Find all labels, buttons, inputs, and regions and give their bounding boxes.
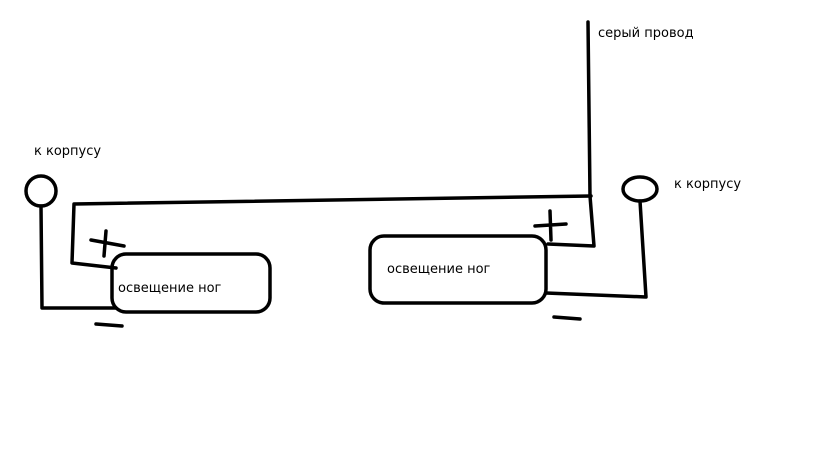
- ground-wire-right: [544, 199, 648, 299]
- lamp-label-right: освещение ног: [387, 262, 491, 277]
- plus-sign-left: [89, 229, 126, 258]
- gray-wire: [546, 20, 596, 248]
- lamp-box-left: [110, 252, 272, 314]
- ground-label-left: к корпусу: [34, 144, 102, 159]
- positive-bus-wire: [70, 194, 593, 270]
- gray-wire-label: серый провод: [598, 26, 694, 41]
- minus-sign-left: [94, 322, 124, 328]
- ground-terminal-left: [24, 174, 58, 208]
- plus-sign-right: [533, 209, 568, 242]
- ground-terminal-right: [621, 175, 659, 203]
- ground-label-right: к корпусу: [674, 177, 742, 192]
- ground-wire-left: [39, 204, 118, 310]
- lamp-label-left: освещение ног: [118, 281, 222, 296]
- minus-sign-right: [552, 315, 582, 321]
- lamp-box-right: [368, 234, 548, 305]
